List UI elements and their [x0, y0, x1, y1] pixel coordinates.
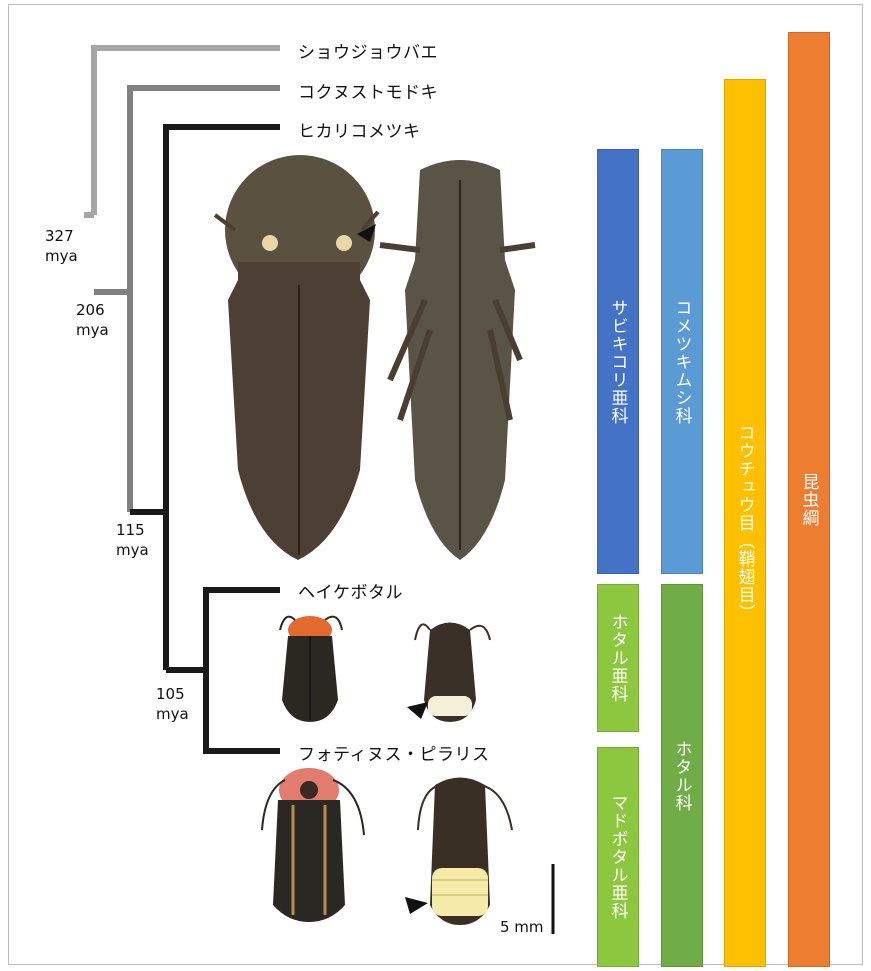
taxon-label-photinus: フォティヌス・ピラリス [298, 740, 489, 765]
bar-label-coleoptera: コウチュウ目（鞘翅目） [733, 424, 758, 622]
bar-lampyridae: ホタル科 [661, 584, 703, 967]
photinus-ventral-image [418, 778, 512, 926]
bar-label-elateridae: コメツキムシ科 [670, 299, 695, 425]
click-beetle-dorsal-image [215, 155, 378, 560]
click-beetle-ventral-image [380, 160, 535, 560]
bar-label-lampyridae: ホタル科 [670, 740, 695, 812]
divergence-time-327: 327 mya [45, 226, 78, 266]
arrowhead-marker-photinus [405, 897, 428, 914]
divergence-time-115: 115 mya [116, 520, 149, 560]
photinus-dorsal-image [262, 768, 364, 922]
bar-elateridae: コメツキムシ科 [661, 149, 703, 574]
taxon-label-tribolium: コクヌストモドキ [298, 78, 438, 103]
bar-lampyrinae: ホタル亜科 [597, 584, 639, 732]
bar-label-sabikikori: サビキコリ亜科 [606, 299, 631, 425]
taxon-label-drosophila: ショウジョウバエ [298, 38, 438, 63]
bar-insecta: 昆虫綱 [788, 32, 830, 967]
bar-madobotaru: マドボタル亜科 [597, 747, 639, 967]
taxon-label-click-beetle: ヒカリコメツキ [298, 117, 421, 142]
taxon-label-heike-firefly: ヘイケボタル [298, 578, 403, 603]
divergence-time-206: 206 mya [76, 300, 109, 340]
heike-firefly-dorsal-image [280, 616, 342, 722]
bar-sabikikori: サビキコリ亜科 [597, 149, 639, 574]
arrowhead-marker-heike [407, 702, 428, 719]
bar-coleoptera: コウチュウ目（鞘翅目） [724, 79, 766, 967]
scale-bar-label: 5 mm [500, 918, 544, 936]
heike-firefly-ventral-image [415, 623, 490, 723]
bar-label-madobotaru: マドボタル亜科 [606, 794, 631, 920]
divergence-time-105: 105 mya [156, 684, 189, 724]
bar-label-lampyrinae: ホタル亜科 [606, 613, 631, 703]
bar-label-insecta: 昆虫綱 [797, 473, 822, 527]
